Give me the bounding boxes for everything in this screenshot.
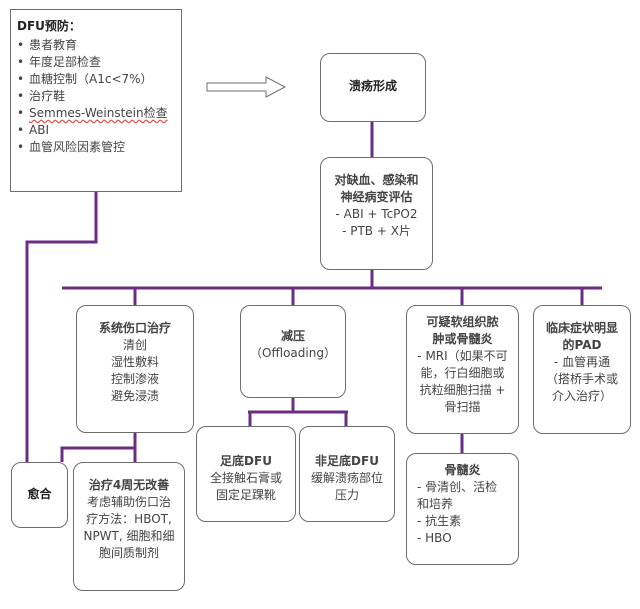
prevention-item: 年度足部检查: [17, 54, 175, 71]
pad-line: （搭桥手术或: [545, 372, 618, 386]
pad-title: 临床症状明显: [545, 321, 618, 335]
assessment-line: - PTB + X片: [342, 224, 411, 238]
right-arrow-icon: [206, 76, 286, 98]
ulcer-box: 溃疡形成: [320, 53, 426, 122]
assessment-line: - ABI + TcPO2: [335, 207, 418, 221]
non-plantar-dfu-line: 压力: [334, 488, 359, 502]
non-plantar-dfu-box: 非足底DFU 缓解溃疡部位 压力: [299, 426, 395, 522]
offloading-title: 减压: [280, 329, 305, 343]
no-improvement-title: 治疗4周无改善: [88, 478, 170, 492]
no-improvement-line: NPWT, 细胞和细: [83, 529, 175, 543]
prevention-title: DFU预防：: [17, 19, 81, 33]
plantar-dfu-title: 足底DFU: [220, 454, 272, 468]
no-improvement-line: 考虑辅助伤口治: [86, 495, 171, 509]
plantar-dfu-box: 足底DFU 全接触石膏或 固定足踝靴: [196, 426, 296, 522]
infection-title: 肿或骨髓炎: [432, 332, 493, 346]
wound-care-line: 湿性敷料: [110, 355, 159, 369]
prevention-item: ABI: [17, 122, 175, 139]
assessment-title: 神经病变评估: [340, 190, 413, 204]
wound-care-line: 清创: [122, 338, 147, 352]
prevention-item: 血管风险因素管控: [17, 139, 175, 156]
ulcer-title: 溃疡形成: [348, 79, 397, 93]
pad-title: 的PAD: [562, 338, 602, 352]
infection-title: 可疑软组织脓: [426, 315, 499, 329]
non-plantar-dfu-line: 缓解溃疡部位: [310, 471, 383, 485]
wound-care-line: 控制渗液: [110, 372, 159, 386]
prevention-item: 治疗鞋: [17, 88, 175, 105]
prevention-item: 患者教育: [17, 37, 175, 54]
prevention-item-semmes: Semmes-Weinstein检查: [17, 105, 175, 122]
plantar-dfu-line: 全接触石膏或: [209, 471, 282, 485]
infection-line: - MRI（如果不可: [417, 349, 508, 363]
no-improvement-line: 疗方法：HBOT,: [86, 512, 172, 526]
connector-prevention-to-healed: [25, 192, 98, 462]
connector-woundcare-to-outcomes: [60, 433, 137, 462]
osteomyelitis-line: 和培养: [417, 497, 454, 511]
wound-care-line: 避免浸渍: [110, 389, 159, 403]
pad-line: 介入治疗）: [551, 389, 612, 403]
no-improvement-box: 治疗4周无改善 考虑辅助伤口治 疗方法：HBOT, NPWT, 细胞和细 胞间质…: [73, 462, 185, 591]
infection-box: 可疑软组织脓 肿或骨髓炎 - MRI（如果不可 能，行白细胞或 抗粒细胞扫描 +…: [406, 305, 519, 434]
offloading-line: （Offloading）: [250, 346, 336, 360]
assessment-title: 对缺血、感染和: [334, 173, 419, 187]
pad-line: - 血管再通: [553, 355, 611, 369]
osteomyelitis-box: 骨髓炎 - 骨清创、活检 和培养 - 抗生素 - HBO: [406, 453, 519, 565]
infection-line: 抗粒细胞扫描 +: [419, 383, 506, 397]
prevention-box: DFU预防： 患者教育 年度足部检查 血糖控制（A1c<7%） 治疗鞋 Semm…: [10, 9, 182, 192]
osteomyelitis-title: 骨髓炎: [444, 463, 481, 477]
infection-line: 骨扫描: [444, 400, 481, 414]
pad-box: 临床症状明显 的PAD - 血管再通 （搭桥手术或 介入治疗）: [533, 305, 631, 434]
wound-care-box: 系统伤口治疗 清创 湿性敷料 控制渗液 避免浸渍: [76, 305, 194, 433]
offloading-box: 减压 （Offloading）: [240, 305, 346, 398]
osteomyelitis-line: - 骨清创、活检: [417, 480, 498, 494]
non-plantar-dfu-title: 非足底DFU: [315, 454, 379, 468]
prevention-item: 血糖控制（A1c<7%）: [17, 71, 175, 88]
healed-box: 愈合: [11, 462, 68, 528]
healed-title: 愈合: [27, 487, 52, 501]
osteomyelitis-line: - HBO: [417, 531, 452, 545]
wound-care-title: 系统伤口治疗: [98, 321, 171, 335]
infection-line: 能，行白细胞或: [420, 366, 505, 380]
no-improvement-line: 胞间质制剂: [98, 546, 159, 560]
osteomyelitis-line: - 抗生素: [417, 514, 462, 528]
assessment-box: 对缺血、感染和 神经病变评估 - ABI + TcPO2 - PTB + X片: [320, 157, 433, 270]
plantar-dfu-line: 固定足踝靴: [215, 488, 276, 502]
